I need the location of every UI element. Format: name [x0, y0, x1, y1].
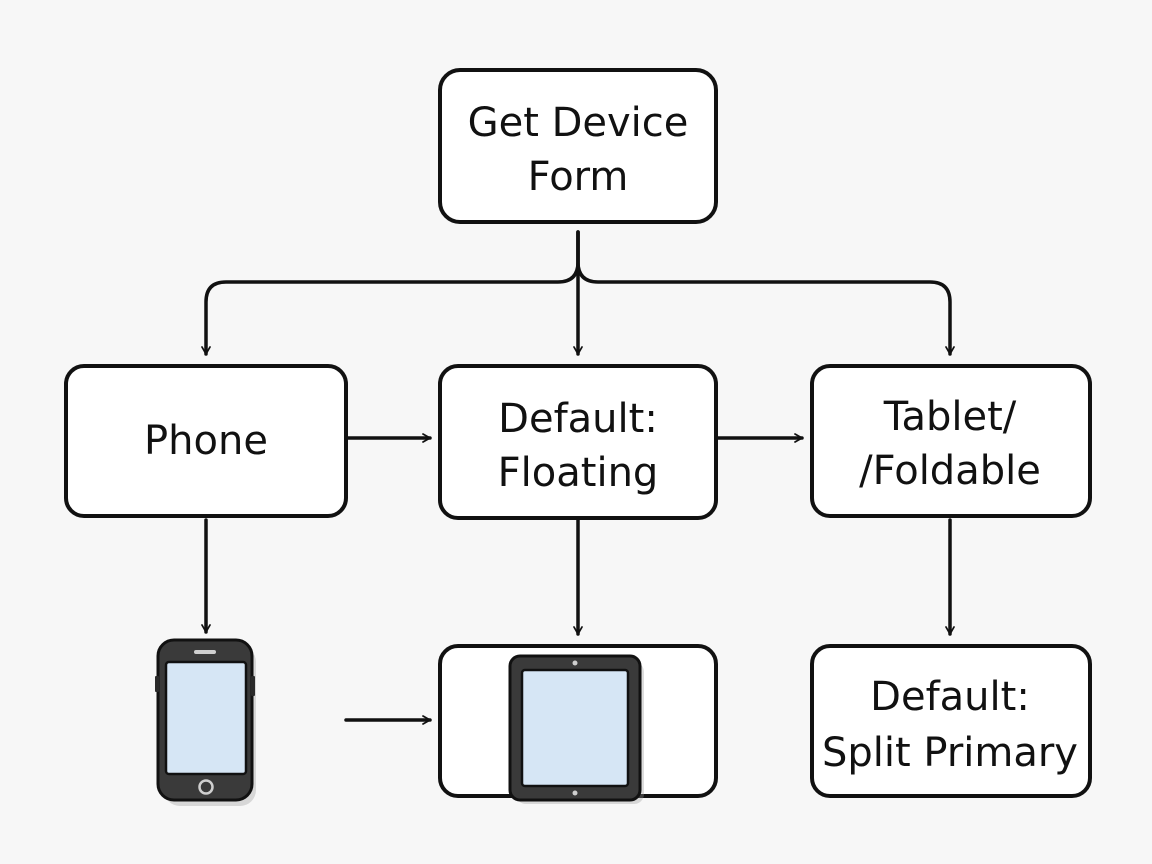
- node-tablet-foldable-line1: Tablet/: [883, 394, 1017, 440]
- node-phone-box: [64, 364, 348, 518]
- edges: [201, 230, 955, 725]
- node-default-floating-box: [438, 364, 718, 520]
- node-phone-label: Phone: [144, 418, 268, 464]
- node-tablet-foldable-line2: /Foldable: [859, 448, 1041, 494]
- edge-get-to-tablet: [576, 230, 955, 356]
- node-get-device-form-line1: Get Device: [468, 100, 689, 146]
- smartphone-icon: [155, 638, 256, 806]
- node-get-device-form-line2: Form: [528, 154, 629, 200]
- node-default-floating-line1: Default:: [498, 396, 658, 442]
- node-default-split-primary-box: [810, 644, 1092, 798]
- node-default-split-primary-line2: Split Primary: [822, 730, 1078, 776]
- node-get-device-form-box: [438, 68, 718, 224]
- node-default-split-primary: Default: Split Primary: [810, 644, 1092, 798]
- edge-get-to-phone: [201, 230, 580, 356]
- node-tablet-device: [438, 644, 718, 804]
- node-tablet-foldable: Tablet/ /Foldable: [810, 364, 1092, 518]
- node-phone: Phone: [64, 364, 348, 518]
- node-tablet-foldable-box: [810, 364, 1092, 518]
- node-get-device-form: Get Device Form: [438, 68, 718, 224]
- node-default-split-primary-line1: Default:: [870, 674, 1030, 720]
- tablet-icon: [508, 654, 644, 804]
- node-default-floating-line2: Floating: [498, 450, 659, 496]
- node-default-floating: Default: Floating: [438, 364, 718, 520]
